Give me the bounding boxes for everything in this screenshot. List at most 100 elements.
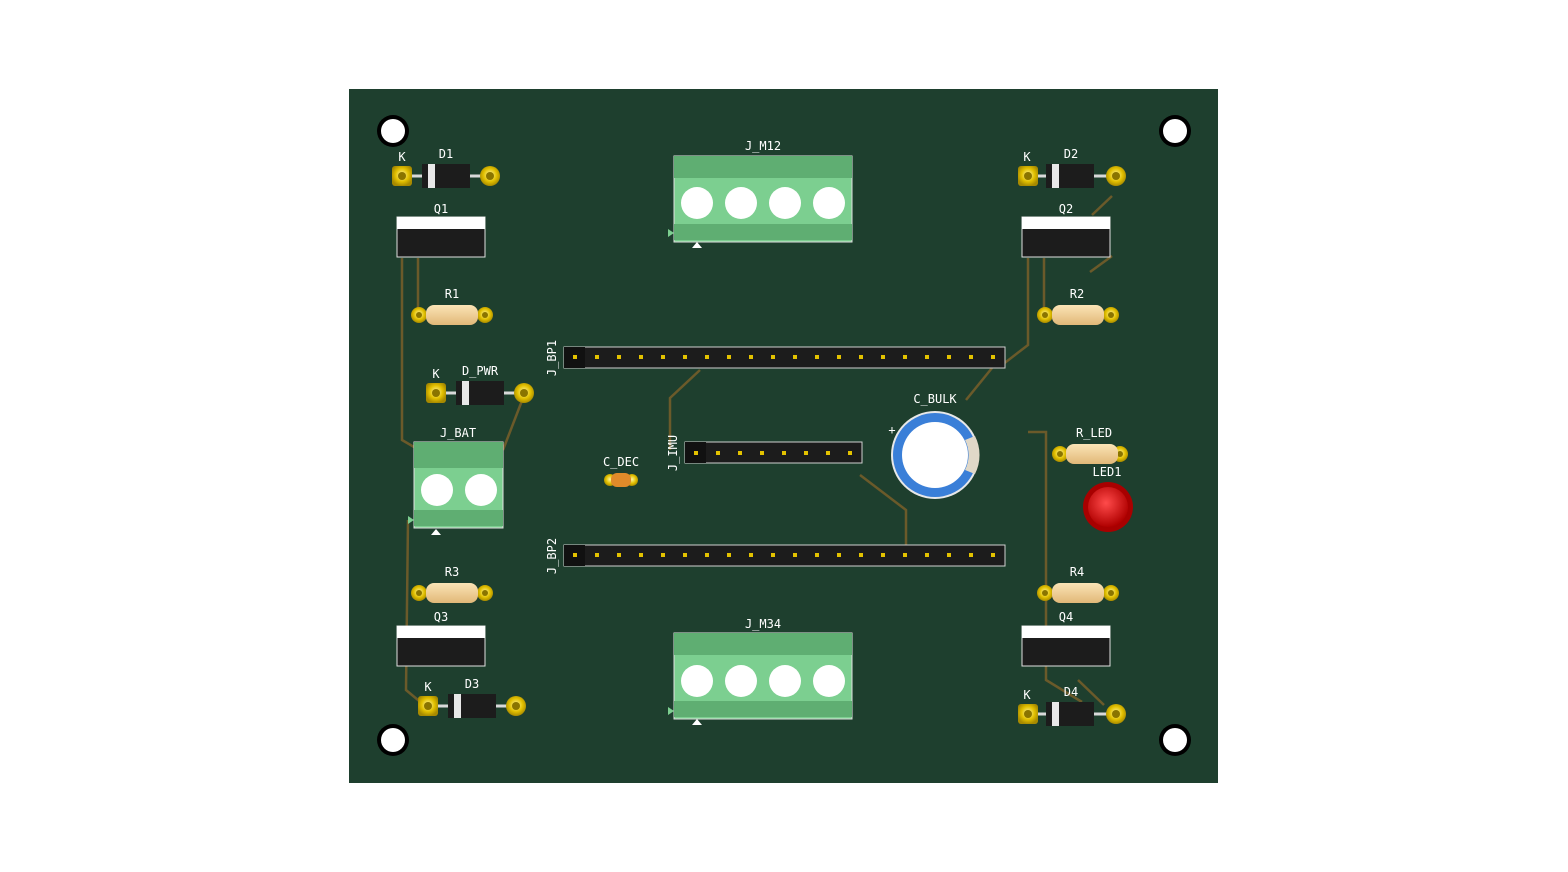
header-pin [595,553,599,557]
header-pin [749,553,753,557]
header-pin [782,451,786,455]
header-pin [859,553,863,557]
header-pin [727,553,731,557]
c-dec-label: C_DEC [603,455,639,469]
header-pin [804,451,808,455]
d3-label: D3 [465,677,479,691]
header-pin [947,553,951,557]
transistor-q2 [1021,216,1111,258]
header-pin [815,553,819,557]
header-pin [617,553,621,557]
resistor-r3 [411,583,493,603]
header-pin [661,553,665,557]
transistor-q3 [396,625,486,667]
d2-label: D2 [1064,147,1078,161]
header-pin [826,451,830,455]
resistor-r-led [1052,444,1128,464]
transistor-q4 [1021,625,1111,667]
header-pin [738,451,742,455]
d1-cathode-label: K [398,150,406,164]
header-pin [969,553,973,557]
header-pin [815,355,819,359]
j-bp1-label: J_BP1 [545,340,559,376]
d3-cathode-label: K [424,680,432,694]
header-pin [705,355,709,359]
r3-label: R3 [445,565,459,579]
header-pin [947,355,951,359]
header-pin [573,553,577,557]
header-pin [793,553,797,557]
header-pin [716,451,720,455]
header-pin [991,355,995,359]
mounting-holes [377,115,1191,756]
d4-label: D4 [1064,685,1078,699]
d-pwr-cathode-label: K [432,367,440,381]
header-pin [903,355,907,359]
header-pin [991,553,995,557]
header-pin [639,355,643,359]
q4-label: Q4 [1059,610,1073,624]
resistor-r2 [1037,305,1119,325]
header-pin [925,553,929,557]
header-pin [848,451,852,455]
j-imu-label: J_IMU [666,435,680,471]
header-pin [639,553,643,557]
pin-header-j-bp1 [563,346,1006,369]
pin-header-j-bp2 [563,544,1006,567]
r-led-label: R_LED [1076,426,1112,440]
d1-label: D1 [439,147,453,161]
header-pin [617,355,621,359]
header-pin [925,355,929,359]
q1-label: Q1 [434,202,448,216]
pin-header-j-imu [684,441,863,464]
header-pin [859,355,863,359]
header-pin [760,451,764,455]
header-pin [969,355,973,359]
header-pin [749,355,753,359]
d-pwr-label: D_PWR [462,364,499,378]
r1-label: R1 [445,287,459,301]
terminal-block-j-m12 [668,155,853,248]
header-pin [837,355,841,359]
c-bulk-label: C_BULK [913,392,957,406]
diode-d1 [392,164,500,188]
header-pin [771,355,775,359]
header-pin [683,355,687,359]
capacitor-c-bulk [891,411,980,499]
r4-label: R4 [1070,565,1084,579]
header-pin [771,553,775,557]
q3-label: Q3 [434,610,448,624]
diode-d2 [1018,164,1126,188]
j-bat-label: J_BAT [440,426,476,440]
header-pin [661,355,665,359]
led1-label: LED1 [1093,465,1122,479]
header-pin [573,355,577,359]
diode-d4 [1018,702,1126,726]
header-pin [683,553,687,557]
diode-d3 [418,694,526,718]
header-pin [793,355,797,359]
r2-label: R2 [1070,287,1084,301]
transistor-q1 [396,216,486,258]
led1 [1083,482,1133,532]
d2-cathode-label: K [1023,150,1031,164]
header-pin [837,553,841,557]
header-pin [881,355,885,359]
header-pin [903,553,907,557]
j-m12-label: J_M12 [745,139,781,153]
q2-label: Q2 [1059,202,1073,216]
header-pin [595,355,599,359]
capacitor-c-dec [604,473,638,487]
j-m34-label: J_M34 [745,617,781,631]
header-pin [727,355,731,359]
diode-d-pwr [426,381,534,405]
terminal-block-j-bat [408,441,504,535]
header-pin [705,553,709,557]
header-pin [694,451,698,455]
header-pin [881,553,885,557]
c-bulk-polarity-label: + [888,423,895,437]
resistor-r1 [411,305,493,325]
terminal-block-j-m34 [668,632,853,725]
d4-cathode-label: K [1023,688,1031,702]
